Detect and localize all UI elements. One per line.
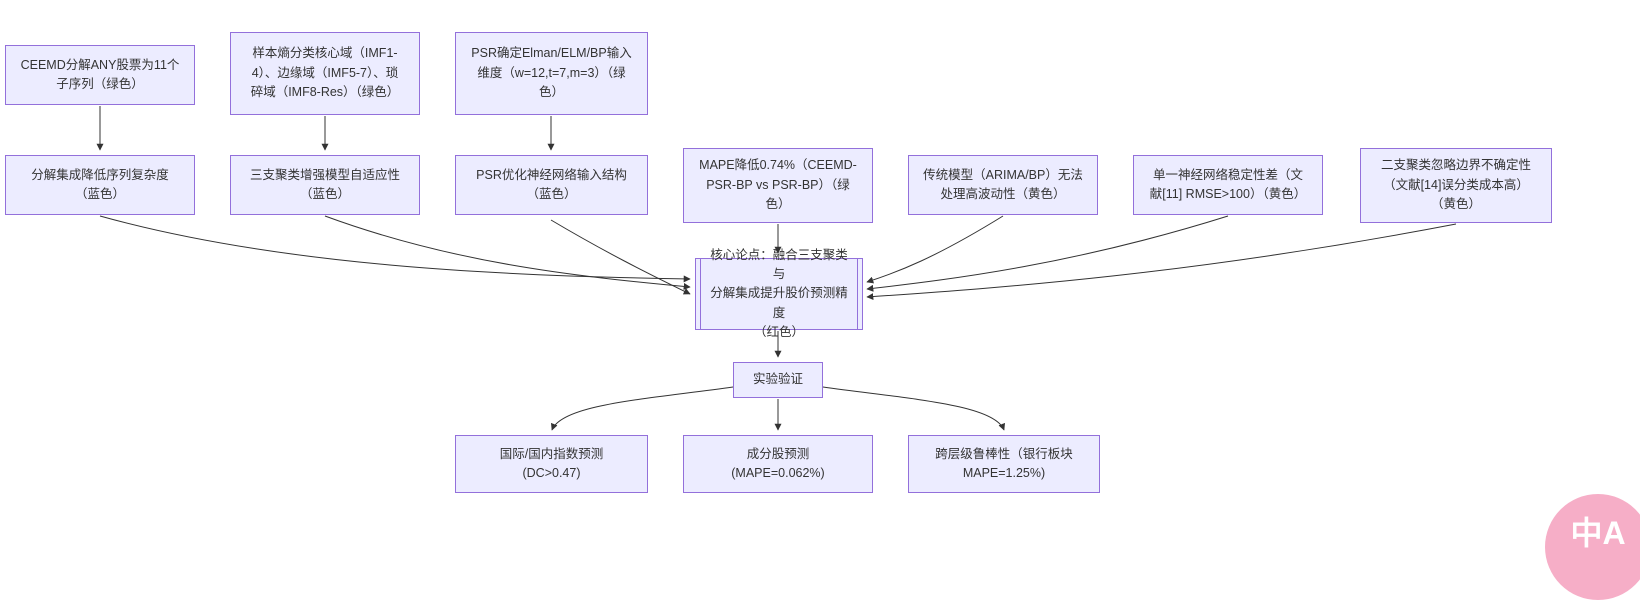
node-core-thesis: 核心论点：融合三支聚类与 分解集成提升股价预测精度 （红色） [695,248,863,339]
node-traditional-model: 传统模型（ARIMA/BP）无法 处理高波动性（黄色） [908,155,1098,215]
node-experiment: 实验验证 [733,362,823,398]
node-psr-optimize: PSR优化神经网络输入结构 （蓝色） [455,155,648,215]
translate-badge-button[interactable]: 中A [1545,494,1640,600]
edge-singlenn-to-core [866,215,1229,292]
node-component-stock: 成分股预测 (MAPE=0.062%) [683,435,873,493]
node-mape-reduce: MAPE降低0.74%（CEEMD- PSR-BP vs PSR-BP）（绿 色… [683,148,873,223]
node-ceemd-decompose: CEEMD分解ANY股票为11个 子序列（绿色） [5,45,195,105]
node-sample-entropy: 样本熵分类核心域（IMF1- 4）、边缘域（IMF5-7）、琐 碎域（IMF8-… [230,32,420,115]
edge-experiment-to-index [551,386,734,431]
node-psr-dimension: PSR确定Elman/ELM/BP输入 维度（w=12,t=7,m=3）（绿 色… [455,32,648,115]
edge-clustering-to-core [324,215,691,290]
node-three-way-clustering: 三支聚类增强模型自适应性 （蓝色） [230,155,420,215]
edge-ensemble-to-core [99,215,691,283]
edge-traditional-to-core [866,215,1004,284]
node-decomp-ensemble: 分解集成降低序列复杂度 （蓝色） [5,155,195,215]
node-single-nn: 单一神经网络稳定性差（文 献[11] RMSE>100）（黄色） [1133,155,1323,215]
edge-layer [96,106,1457,431]
node-index-prediction: 国际/国内指数预测 (DC>0.47) [455,435,648,493]
translate-badge-label: 中A [1570,515,1626,551]
edge-experiment-to-robustness [822,386,1005,431]
edge-psropt-to-core [550,219,691,295]
edge-twoway-to-core [866,223,1457,301]
node-two-way-clustering: 二支聚类忽略边界不确定性 （文献[14]误分类成本高） （黄色） [1360,148,1552,223]
node-robustness: 跨层级鲁棒性（银行板块 MAPE=1.25%) [908,435,1100,493]
